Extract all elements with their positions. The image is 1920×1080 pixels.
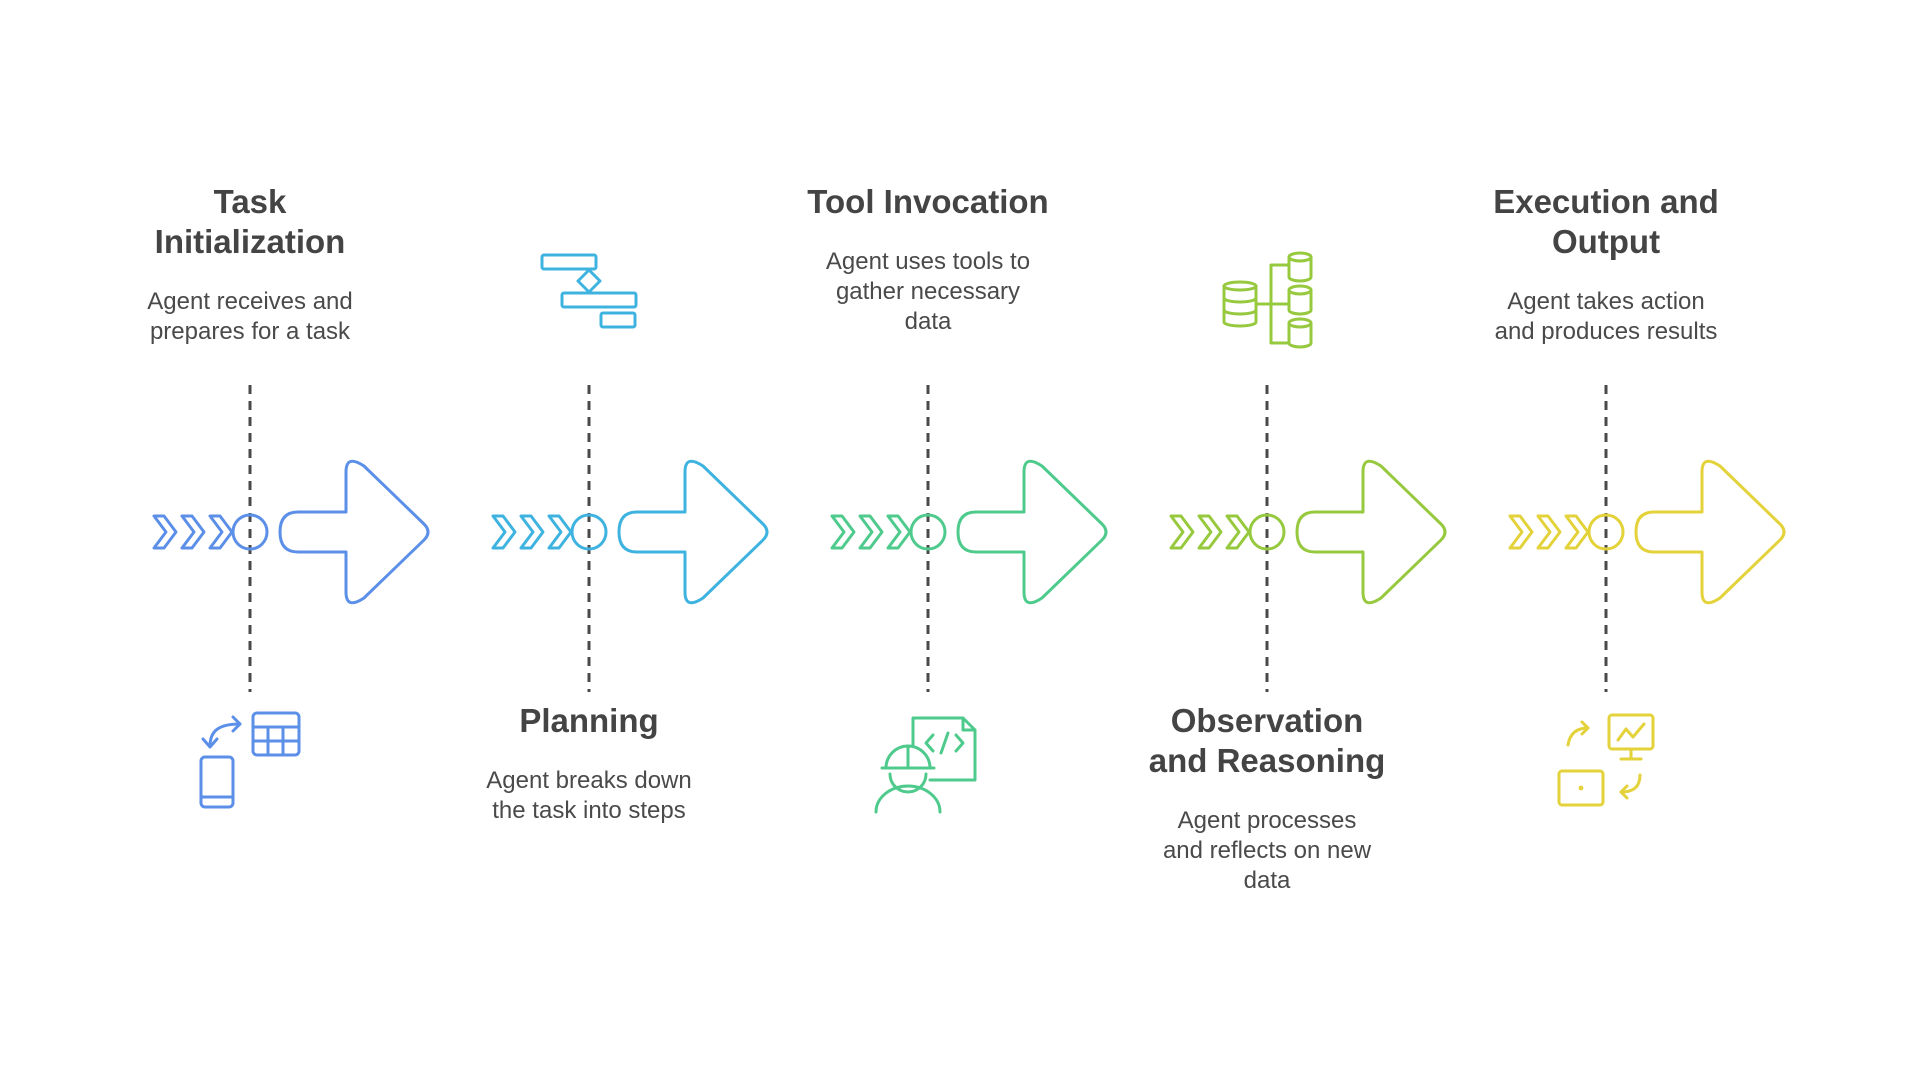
stage-description-line: gather necessary	[836, 278, 1020, 305]
stage-description: Agent takes action and produces results	[1495, 288, 1718, 345]
stage-arrow	[617, 459, 769, 605]
stage-title-line: Output	[1552, 223, 1660, 260]
chevrons-icon	[1169, 514, 1251, 550]
stage-description: Agent processes and reflects on new data	[1163, 807, 1372, 894]
stage-title: Tool Invocation	[807, 183, 1048, 220]
step-marker-circle	[570, 513, 608, 551]
stage-arrow	[1634, 459, 1786, 605]
stage-title-line: Task	[214, 183, 287, 220]
stage-title-line: Execution and	[1493, 183, 1719, 220]
step-marker-circle	[231, 513, 269, 551]
chevrons-icon	[1508, 514, 1590, 550]
step-marker-circle	[1248, 513, 1286, 551]
stage-description-line: Agent takes action	[1507, 288, 1704, 315]
stage-description-line: data	[1244, 867, 1291, 894]
action-results-icon	[1557, 713, 1655, 807]
step-marker-circle	[1587, 513, 1625, 551]
stage-description-line: the task into steps	[492, 797, 685, 824]
stage-description: Agent breaks down the task into steps	[486, 767, 691, 824]
stage-description-line: Agent processes	[1178, 807, 1357, 834]
stage-title-line: Observation	[1171, 702, 1364, 739]
stage-description-line: Agent receives and	[147, 288, 352, 315]
database-hierarchy-icon	[1222, 251, 1313, 349]
stage-arrow	[956, 459, 1108, 605]
chevrons-icon	[491, 514, 573, 550]
stage-description-line: Agent uses tools to	[826, 248, 1030, 275]
stage-arrow	[278, 459, 430, 605]
developer-code-icon	[874, 716, 977, 814]
stage-title-line: Tool Invocation	[807, 183, 1048, 220]
chevrons-icon	[830, 514, 912, 550]
mobile-to-table-sync-icon	[199, 711, 301, 809]
stage-title-line: Initialization	[155, 223, 346, 260]
stage-arrow	[1295, 459, 1447, 605]
stage-title-line: and Reasoning	[1149, 742, 1386, 779]
stage-description-line: Agent breaks down	[486, 767, 691, 794]
stage-description: Agent receives and prepares for a task	[147, 288, 352, 345]
stage-description-line: data	[905, 308, 952, 335]
stage-title: Planning	[519, 702, 658, 739]
gantt-plan-icon	[540, 253, 638, 329]
step-marker-circle	[909, 513, 947, 551]
stage-description-line: and produces results	[1495, 318, 1718, 345]
stage-description: Agent uses tools to gather necessary data	[826, 248, 1030, 335]
stage-description-line: prepares for a task	[150, 318, 351, 345]
stage-description-line: and reflects on new	[1163, 837, 1372, 864]
stage-title-line: Planning	[519, 702, 658, 739]
chevrons-icon	[152, 514, 234, 550]
